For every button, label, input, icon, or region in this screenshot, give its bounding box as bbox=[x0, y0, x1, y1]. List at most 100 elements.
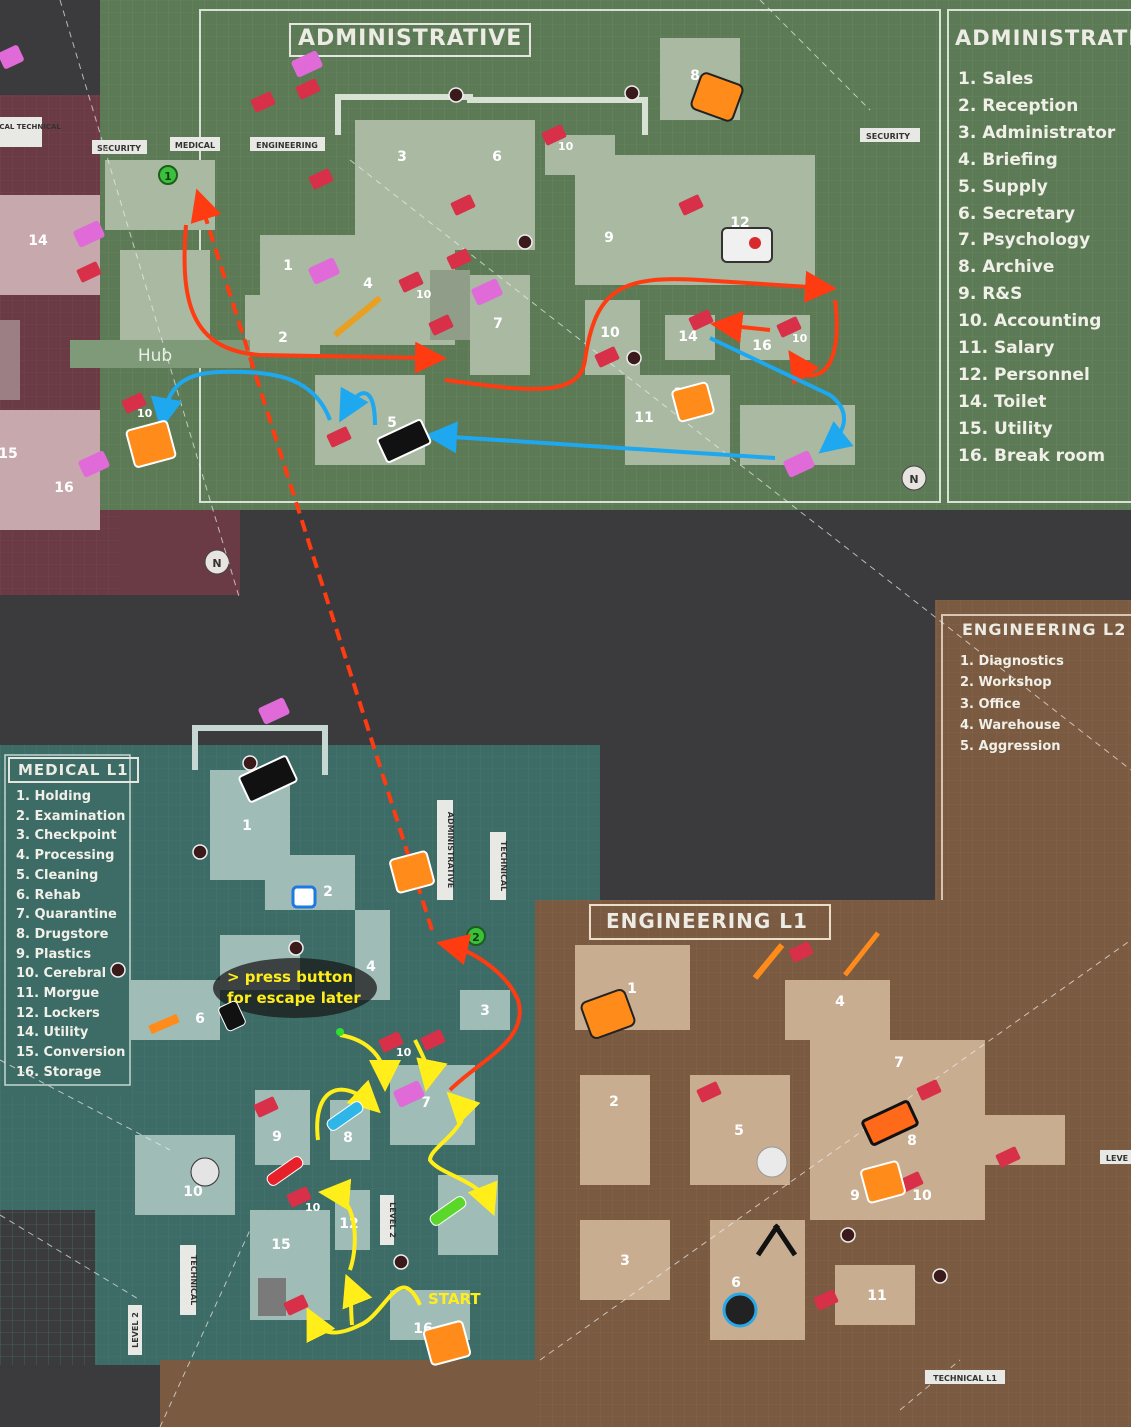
administrative-map: 3 6 8 12 9 1 4 7 2 10 14 16 5 15 11 10 1… bbox=[0, 0, 1131, 510]
admin-room-6: 6 bbox=[492, 149, 502, 165]
medical-legend-item: 7. Quarantine bbox=[16, 907, 117, 923]
eng-sign-level: LEVE bbox=[1106, 1154, 1128, 1163]
eng-room-6: 6 bbox=[731, 1275, 741, 1291]
floppy-disk-icons bbox=[125, 381, 906, 1366]
medical-legend-item: 4. Processing bbox=[16, 848, 115, 864]
admin-room-7: 7 bbox=[493, 316, 503, 332]
engineering-l1-title: ENGINEERING L1 bbox=[606, 909, 808, 933]
screwdriver-icon bbox=[843, 931, 880, 977]
cutters-icon bbox=[755, 1223, 798, 1257]
admin-title: ADMINISTRATIVE bbox=[298, 26, 523, 51]
medical-room-1: 1 bbox=[242, 818, 252, 834]
admin-legend-title: ADMINISTRATIVE bbox=[955, 26, 1131, 50]
admin-room-11: 11 bbox=[634, 410, 653, 426]
medical-note-line1: > press button bbox=[227, 968, 353, 986]
admin-legend-item: 4. Briefing bbox=[958, 149, 1058, 170]
marker-2-label: 2 bbox=[472, 931, 480, 944]
admin-count-10d: 10 bbox=[137, 407, 153, 420]
admin-room-3: 3 bbox=[397, 149, 407, 165]
admin-legend-item: 1. Sales bbox=[958, 69, 1034, 89]
admin-room-1: 1 bbox=[283, 258, 293, 274]
left-room-16: 16 bbox=[54, 480, 73, 496]
admin-legend-item: 6. Secretary bbox=[958, 203, 1076, 224]
admin-hub-label: Hub bbox=[138, 346, 172, 366]
medical-legend-item: 14. Utility bbox=[16, 1025, 89, 1041]
engineering-l2-title: ENGINEERING L2 bbox=[962, 620, 1127, 639]
eng-room-2: 2 bbox=[609, 1094, 619, 1110]
engineering-l2-legend: 1. Diagnostics 2. Workshop 3. Office 4. … bbox=[960, 651, 1064, 757]
medical-title: MEDICAL L1 bbox=[8, 757, 139, 783]
medical-room-10: 10 bbox=[183, 1184, 203, 1200]
medical-legend-item: 1. Holding bbox=[16, 789, 92, 804]
medical-sign-level2-a: LEVEL 2 bbox=[388, 1202, 397, 1238]
route-yellow bbox=[306, 1033, 498, 1344]
knife-icon bbox=[752, 943, 785, 980]
engineering-l2-legend-item: 5. Aggression bbox=[960, 739, 1061, 755]
medical-legend-item: 9. Plastics bbox=[16, 946, 92, 962]
admin-sign-security-right: SECURITY bbox=[866, 132, 910, 141]
engineering-l2-legend-item: 4. Warehouse bbox=[960, 717, 1061, 733]
medical-room-4: 4 bbox=[366, 959, 376, 975]
eng-room-8: 8 bbox=[907, 1133, 917, 1149]
admin-legend-item: 2. Reception bbox=[958, 95, 1079, 116]
engineering-l2-legend-item: 1. Diagnostics bbox=[960, 654, 1064, 669]
eng-room-5: 5 bbox=[734, 1123, 744, 1139]
left-room-15: 15 bbox=[0, 446, 18, 462]
admin-legend-item: 15. Utility bbox=[958, 418, 1053, 439]
medical-sign-administrative: ADMINISTRATIVE bbox=[446, 812, 455, 888]
medical-legend-item: 16. Storage bbox=[16, 1064, 102, 1080]
medical-room-2: 2 bbox=[323, 884, 333, 900]
robot-icon bbox=[190, 1157, 220, 1187]
medical-start-label: START bbox=[428, 1290, 481, 1308]
backpack-icons bbox=[580, 72, 744, 1040]
medical-map: 1 2 3 4 6 7 8 9 10 12 15 16 10 10 ADMINI… bbox=[0, 725, 600, 1365]
medical-legend-item: 12. Lockers bbox=[16, 1005, 100, 1021]
admin-legend-item: 5. Supply bbox=[958, 176, 1048, 197]
eng-room-7: 7 bbox=[894, 1055, 904, 1071]
mine-icons bbox=[110, 85, 948, 1284]
engineering-l2-map bbox=[935, 600, 1131, 996]
medical-room-7: 7 bbox=[421, 1095, 431, 1111]
admin-legend-item: 14. Toilet bbox=[958, 391, 1047, 412]
eng-room-1: 1 bbox=[627, 981, 637, 997]
admin-room-14: 14 bbox=[678, 329, 698, 345]
eng-room-11: 11 bbox=[867, 1288, 886, 1304]
engineering-l2-legend-item: 3. Office bbox=[960, 696, 1021, 712]
phone-icon bbox=[218, 1000, 246, 1032]
medical-count-10b: 10 bbox=[305, 1201, 321, 1214]
eng-sign-technical-l1: TECHNICAL L1 bbox=[933, 1374, 997, 1383]
admin-count-10b: 10 bbox=[416, 288, 432, 301]
admin-legend-item: 8. Archive bbox=[958, 257, 1055, 278]
admin-legend-item: 11. Salary bbox=[958, 338, 1055, 359]
medical-legend-item: 3. Checkpoint bbox=[16, 828, 117, 844]
medical-legend-item: 10. Cerebral bbox=[16, 966, 107, 982]
medical-room-8: 8 bbox=[343, 1130, 353, 1146]
admin-title-box bbox=[289, 23, 531, 57]
medical-sign-technical: TECHNICAL bbox=[499, 841, 508, 891]
medical-legend-item: 5. Cleaning bbox=[16, 867, 99, 883]
admin-room-4: 4 bbox=[363, 276, 373, 292]
admin-legend-item: 7. Psychology bbox=[958, 230, 1091, 251]
medical-legend-item: 11. Morgue bbox=[16, 986, 100, 1002]
admin-sign-medical-technical: MEDICAL TECHNICAL bbox=[0, 123, 61, 131]
admin-legend-item: 9. R&S bbox=[958, 284, 1023, 305]
admin-count-10c: 10 bbox=[792, 332, 808, 345]
admin-room-16: 16 bbox=[752, 338, 771, 354]
engineering-l2-legend-item: 2. Workshop bbox=[960, 675, 1052, 691]
medkit-icon bbox=[721, 227, 773, 263]
medical-legend-item: 6. Rehab bbox=[16, 887, 81, 903]
admin-room-9: 9 bbox=[604, 230, 614, 246]
svg-text:N: N bbox=[212, 557, 221, 570]
admin-room-8: 8 bbox=[690, 68, 700, 84]
medical-room-6: 6 bbox=[195, 1011, 205, 1027]
medical-legend-item: 2. Examination bbox=[16, 808, 126, 824]
marker-1 bbox=[158, 165, 178, 185]
wrench-icon bbox=[333, 295, 382, 338]
admin-sign-medical: MEDICAL bbox=[175, 141, 215, 150]
medical-legend-item: 8. Drugstore bbox=[16, 926, 109, 942]
admin-legend-item: 16. Break room bbox=[958, 445, 1106, 466]
eng-room-3: 3 bbox=[620, 1253, 630, 1269]
marker-1-label: 1 bbox=[164, 170, 172, 183]
battery-icons bbox=[238, 419, 919, 1146]
